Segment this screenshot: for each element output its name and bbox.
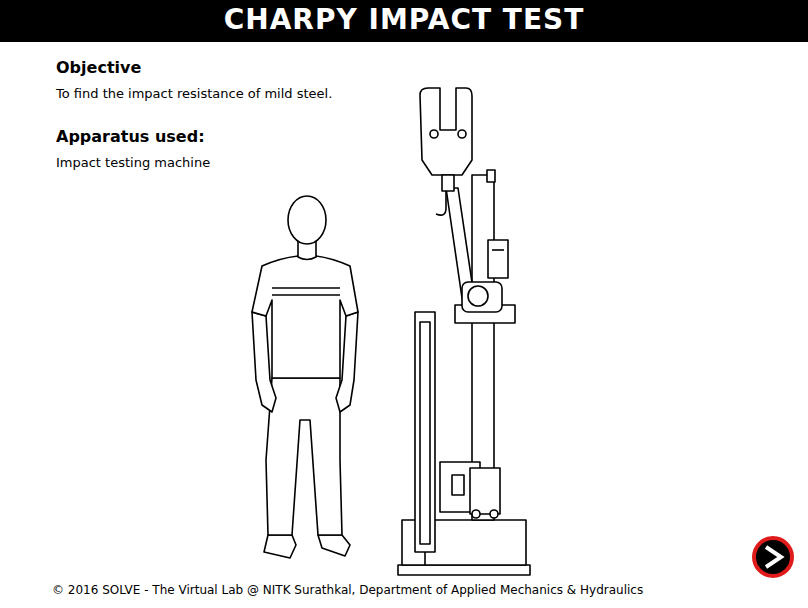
copyright-footer: © 2016 SOLVE - The Virtual Lab @ NITK Su… [52,582,643,598]
person-figure [252,196,358,558]
section-heading: Objective [56,59,141,77]
page-title: CHARPY IMPACT TEST [224,3,585,37]
section-heading: Apparatus used: [56,128,205,146]
impact-machine [398,88,530,575]
next-button [754,538,792,576]
title-bar: CHARPY IMPACT TEST [0,0,808,42]
body-text: To find the impact resistance of mild st… [56,85,332,103]
body-text: Impact testing machine [56,154,210,172]
